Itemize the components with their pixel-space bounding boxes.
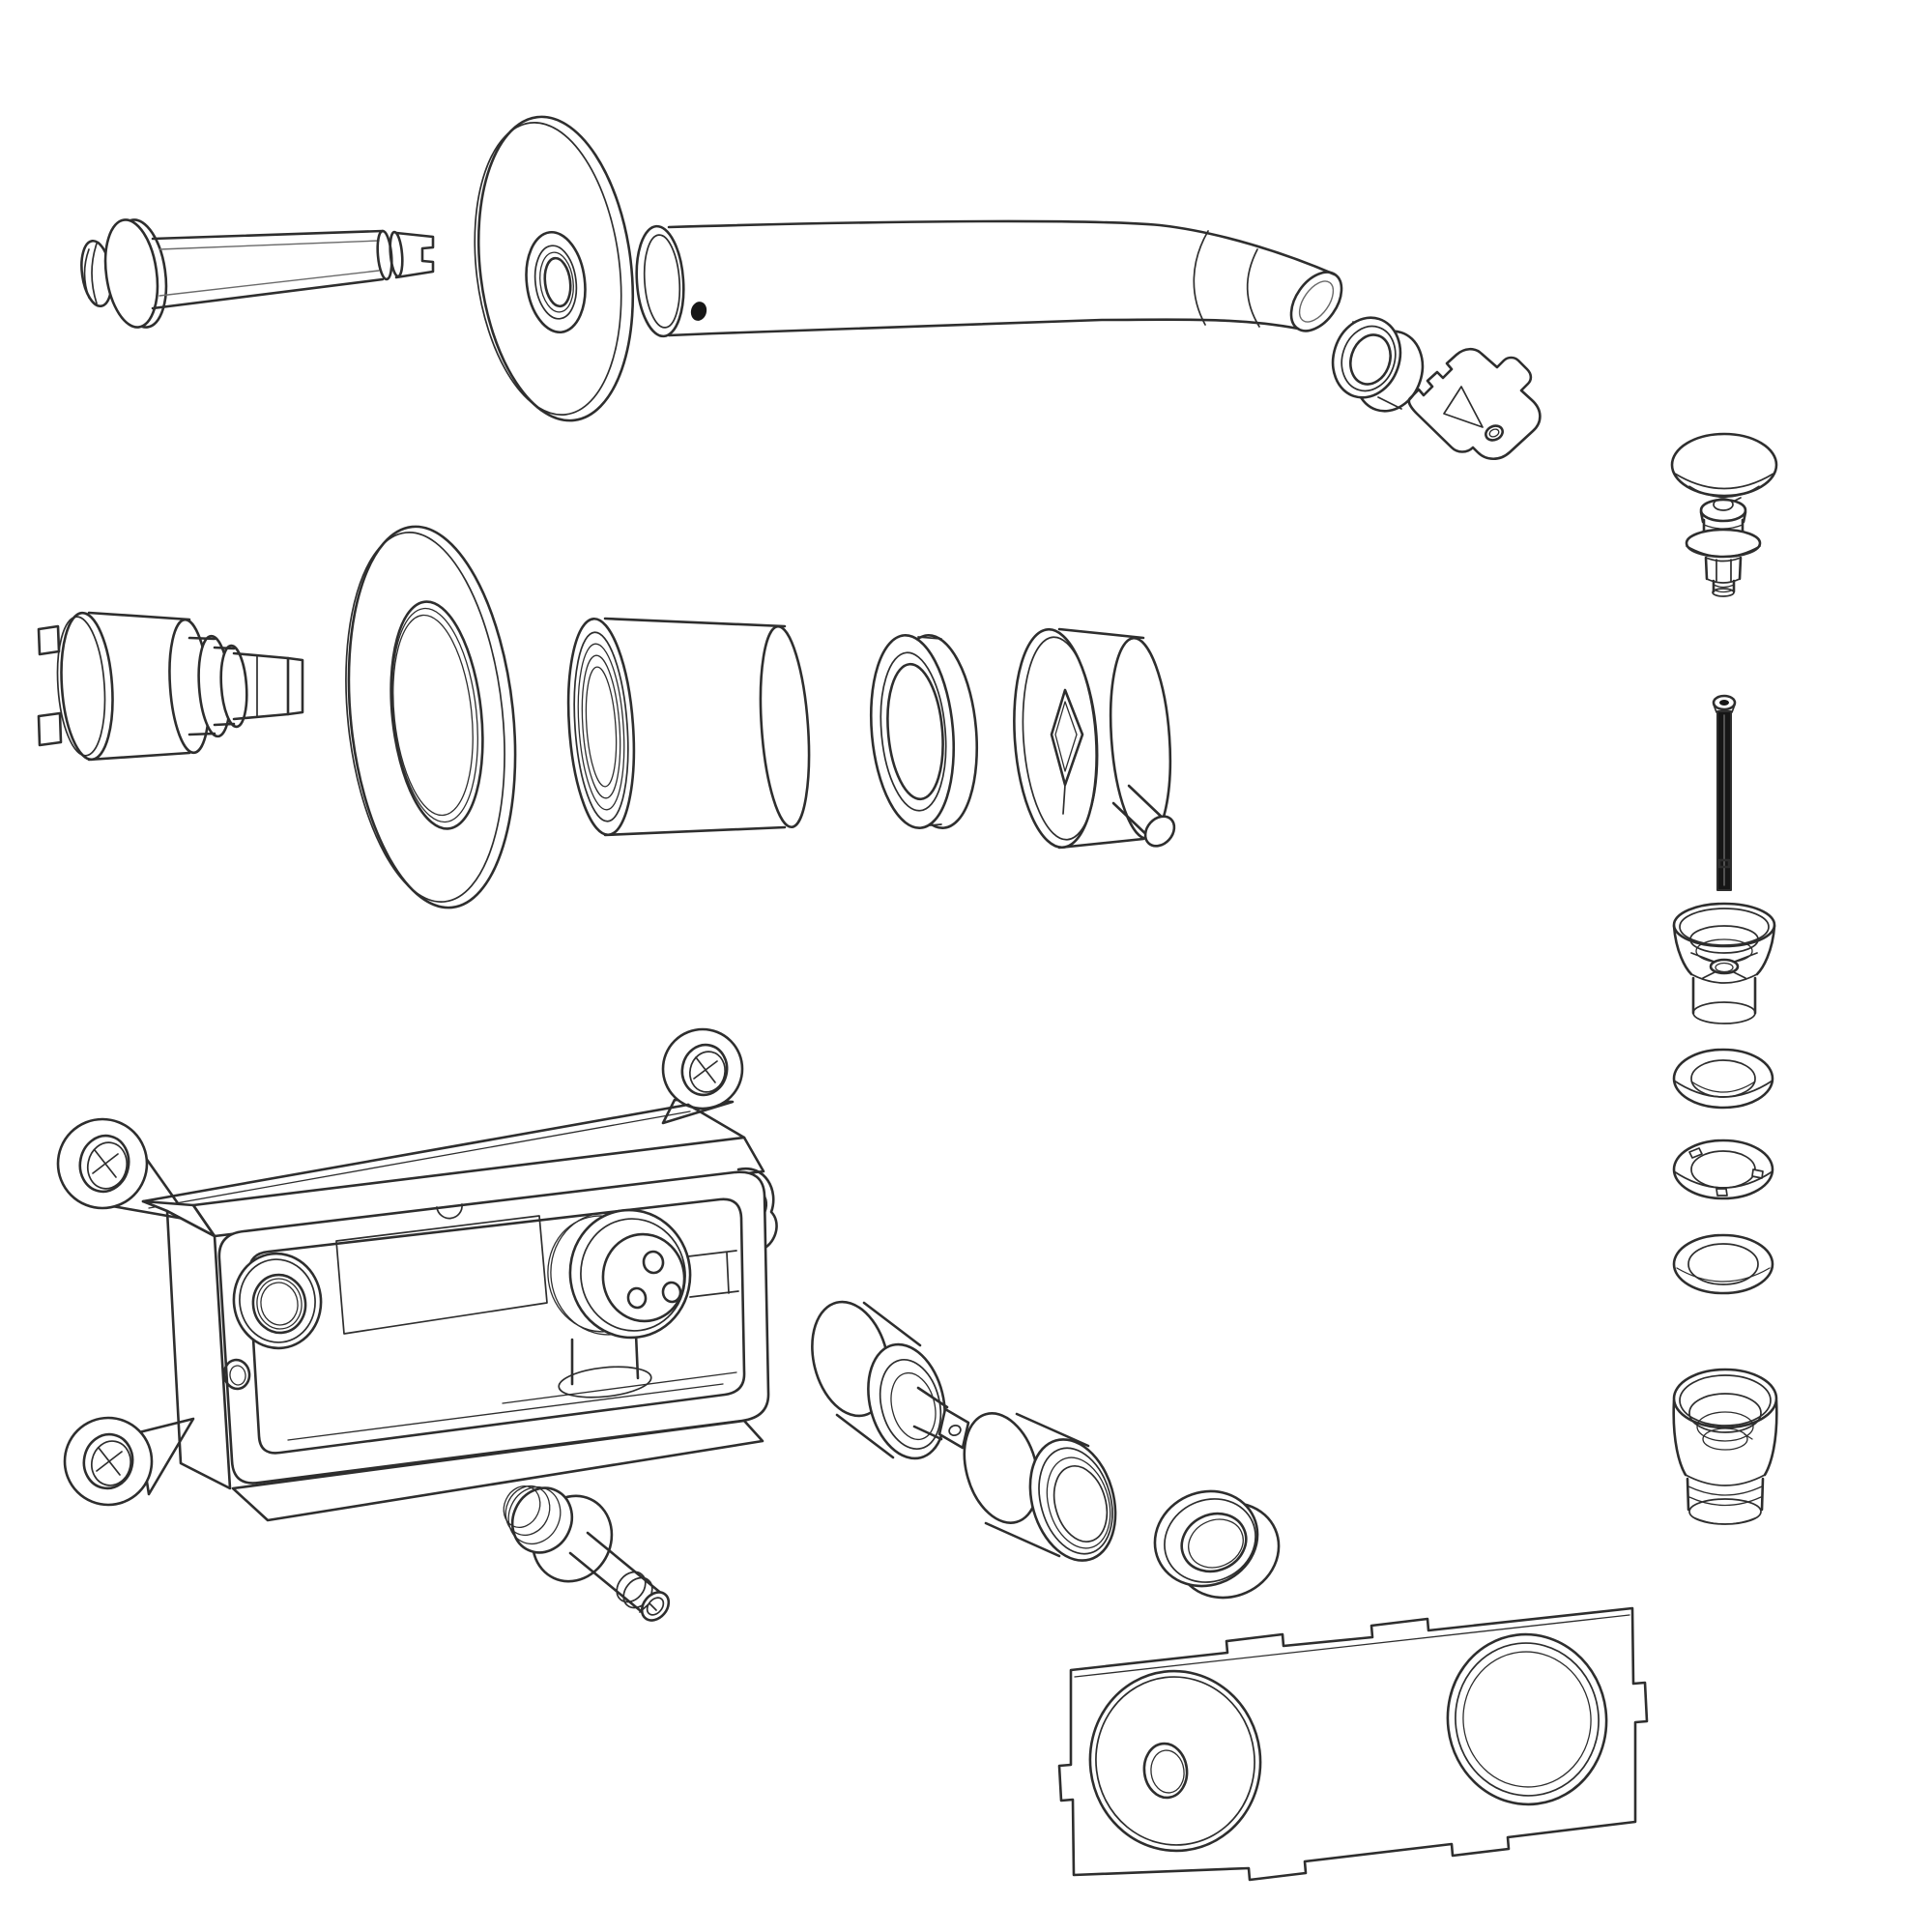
mounting-ear-top-left [56,1117,191,1222]
striped-gasket-face [165,1209,232,1490]
drain-locknut [1672,1368,1778,1525]
left-port [232,1252,323,1350]
mounting-ear-bottom-left [63,1416,195,1507]
mixing-cartridge [37,611,304,762]
gasket [1672,1233,1774,1295]
plaster-guard [1057,1606,1649,1882]
knurled-gasket-band [191,1136,765,1238]
guard-left-disc [1088,1669,1262,1853]
aerator-nut [1331,316,1425,413]
lever-stub [1111,784,1176,848]
drain-dome-cap [1670,432,1778,499]
handle-hub [1013,627,1176,850]
trim-ring [869,634,979,829]
rough-in-valve-body [56,1027,778,1522]
pilot-hole [222,1358,251,1391]
spout-tube [635,219,1343,338]
spout-cartridge [811,1300,970,1460]
phillips-screw-icon [680,1043,729,1097]
spout-trim-sleeve [963,1412,1117,1562]
ceiling-escutcheon [474,115,635,422]
tabbed-washer [1672,1139,1774,1200]
phillips-screw-icon [78,1134,130,1194]
trim-sleeve [566,617,811,837]
guard-right-opening [1446,1632,1608,1806]
phillips-screw-icon [82,1432,134,1490]
drain-screw [1712,694,1737,891]
trim-escutcheon-ring [345,525,517,909]
diamond-broach-icon [1050,688,1084,815]
mounting-ear-top-right [661,1027,744,1125]
supply-stub-pipe [503,1485,671,1622]
spoked-hub [1690,952,1758,979]
set-screw-dimple-icon [690,302,707,321]
popup-stopper [1685,497,1762,597]
valve-mechanism [547,1208,739,1399]
wall-supply-nipple [80,218,435,329]
hex-nut [1704,556,1743,584]
drain-flange [1672,902,1776,1024]
aerator-key [1407,347,1542,461]
spout-trim-ring [1153,1489,1281,1600]
flat-washer [1672,1048,1774,1110]
